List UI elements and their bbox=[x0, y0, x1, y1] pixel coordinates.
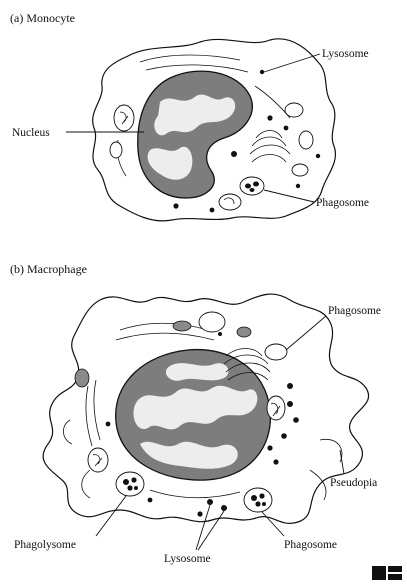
label-phagolysome: Phagolysome bbox=[14, 539, 76, 551]
monocyte-cell bbox=[93, 39, 336, 221]
label-pseudopia: Pseudopia bbox=[330, 477, 377, 489]
macrophage-phagolysome bbox=[116, 472, 144, 496]
macrophage-phagosome-bottom bbox=[244, 488, 272, 512]
label-phagosome-b-bottom: Phagosome bbox=[284, 539, 337, 551]
panel-b-title: (b) Macrophage bbox=[10, 262, 87, 276]
macrophage-phagosome-top bbox=[265, 344, 287, 360]
macrophage-cell bbox=[43, 294, 369, 523]
monocyte-lysosome bbox=[260, 70, 264, 74]
monocyte-phagosome bbox=[240, 177, 264, 195]
label-nucleus-a: Nucleus bbox=[12, 127, 50, 139]
label-lysosome-a: Lysosome bbox=[322, 48, 369, 60]
corner-logo-mark bbox=[372, 566, 402, 580]
panel-a-title: (a) Monocyte bbox=[10, 11, 75, 25]
label-lysosome-b: Lysosome bbox=[164, 553, 211, 565]
label-phagosome-a: Phagosome bbox=[316, 197, 369, 209]
label-phagosome-b-top: Phagosome bbox=[328, 305, 381, 317]
macrophage-lysosome bbox=[207, 499, 213, 505]
